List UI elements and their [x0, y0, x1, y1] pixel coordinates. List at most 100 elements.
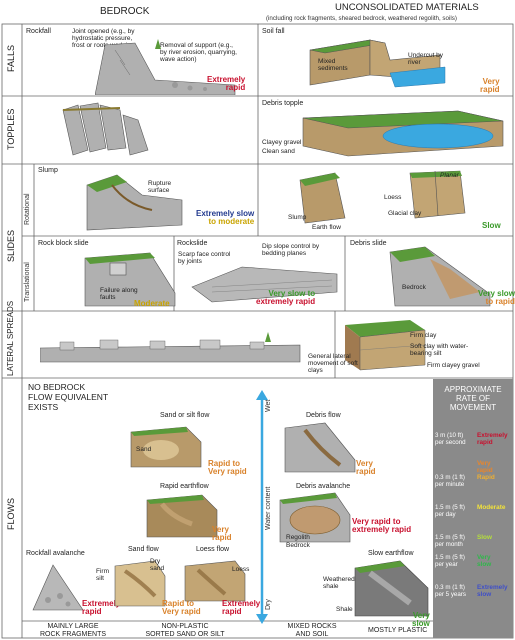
rock-block-rate: Moderate	[134, 299, 170, 308]
legend-speed: 0.3 m (1 ft)per minute	[435, 474, 465, 488]
dip-slope-note: Dip slope control by bedding planes	[262, 243, 320, 258]
sand-note: Sand	[136, 446, 152, 453]
soilfall-label: Soil fall	[262, 28, 285, 35]
earthflow-note: Earth flow	[312, 224, 341, 231]
rock-block-diagram	[84, 252, 176, 307]
regolith-note: Regolith	[286, 534, 310, 541]
planar-note: Planar	[440, 172, 459, 179]
rotational-rate: Slow	[482, 221, 501, 230]
sand-flow-label: Sand flow	[128, 546, 159, 553]
rotational-unconsolidated-diagram	[299, 170, 466, 224]
legend-rate: Rapid	[477, 474, 495, 481]
rock-lateral-spread-diagram	[40, 332, 301, 363]
undercut-note: Undercut by river	[408, 52, 444, 67]
firm-gravel-note: Firm clayey gravel	[427, 362, 480, 369]
joint-opened-note: Joint opened (e.g., by hydrostatic press…	[72, 28, 135, 50]
sand-flow-diagram	[114, 560, 166, 607]
scarp-note: Scarp face control by joints	[178, 251, 231, 266]
slump-diagram	[86, 174, 183, 231]
row-label-falls: FALLS	[6, 44, 16, 72]
wet-label: Wet	[265, 399, 272, 412]
loess-note: Loess	[384, 194, 402, 201]
rupture-surface-note: Rupture surface	[148, 180, 172, 195]
rockfall-diagram	[95, 39, 236, 95]
rock-topple-diagram	[62, 102, 149, 156]
loess-flow-label: Loess flow	[196, 546, 230, 553]
bedrock-header: BEDROCK	[100, 6, 150, 17]
legend-rate: Moderate	[477, 504, 506, 511]
dry-label: Dry	[265, 599, 272, 610]
legend-speed: 1.5 m (5 ft)per day	[435, 504, 465, 518]
bedrock-note: Bedrock	[402, 284, 426, 291]
legend-speed: 3 m (10 ft)per second	[435, 432, 466, 446]
bedrock-flow-note: Bedrock	[286, 542, 310, 549]
debris-flow-diagram	[284, 422, 356, 473]
legend-speed: 1.5 m (5 ft)per year	[435, 554, 465, 568]
slow-earthflow-diagram	[354, 560, 429, 617]
water-content-label: Water content	[265, 486, 272, 530]
soft-clay-note: Soft clay with water-bearing silt	[410, 343, 469, 358]
clayey-gravel-note: Clayey gravel	[262, 139, 302, 146]
loess-flow-diagram	[184, 560, 246, 602]
legend-rate: Slow	[477, 534, 492, 541]
rockfall-avalanche-diagram	[32, 564, 84, 611]
footer-plastic: MOSTLY PLASTIC	[368, 627, 428, 634]
general-lateral-note: General lateral movement of soft clays	[308, 353, 358, 375]
removal-support-note: Removal of support (e.g., by river erosi…	[160, 42, 237, 64]
row-label-slides: SLIDES	[6, 229, 16, 262]
row-label-flows: FLOWS	[6, 497, 16, 530]
debris-flow-label: Debris flow	[306, 412, 341, 419]
legend-speed: 0.3 m (1 ft)per 5 years	[435, 584, 466, 598]
slow-earthflow-label: Slow earthflow	[368, 550, 414, 557]
glacial-clay-note: Glacial clay	[388, 210, 422, 217]
rockslide-diagram	[191, 266, 338, 303]
weathered-shale-note: Weathered shale	[323, 576, 355, 591]
row-label-lateral-spreads: LATERAL SPREADS	[6, 300, 15, 376]
mixed-sediments-note: Mixed sediments	[318, 58, 348, 73]
shale-note: Shale	[336, 606, 353, 613]
debris-avalanche-diagram	[279, 492, 351, 543]
loess-flow-note: Loess	[232, 566, 250, 573]
unconsolidated-subheader: (including rock fragments, sheared bedro…	[266, 15, 457, 22]
row-label-rotational: Rotational	[24, 193, 31, 225]
rapid-earthflow-diagram	[146, 494, 218, 538]
slump-label: Slump	[38, 167, 58, 174]
sand-silt-flow-label: Sand or silt flow	[160, 412, 210, 419]
debris-slide-diagram	[389, 246, 491, 307]
unconsolidated-header: UNCONSOLIDATED MATERIALS	[335, 2, 479, 13]
row-label-topples: TOPPLES	[6, 108, 16, 150]
debris-avalanche-label: Debris avalanche	[296, 483, 351, 490]
soilfall-diagram	[309, 39, 446, 88]
water-content-arrow	[256, 390, 268, 624]
rockfall-avalanche-label: Rockfall avalanche	[26, 550, 85, 557]
dry-sand-note: Dry sand	[150, 558, 165, 573]
soil-lateral-spread-diagram	[345, 320, 426, 371]
firm-clay-note: Firm clay	[410, 332, 437, 339]
failure-faults-note: Failure along faults	[100, 287, 138, 302]
rockslide-label: Rockslide	[177, 240, 208, 247]
rapid-earthflow-label: Rapid earthflow	[160, 483, 209, 490]
sand-silt-flow-diagram	[130, 426, 202, 468]
